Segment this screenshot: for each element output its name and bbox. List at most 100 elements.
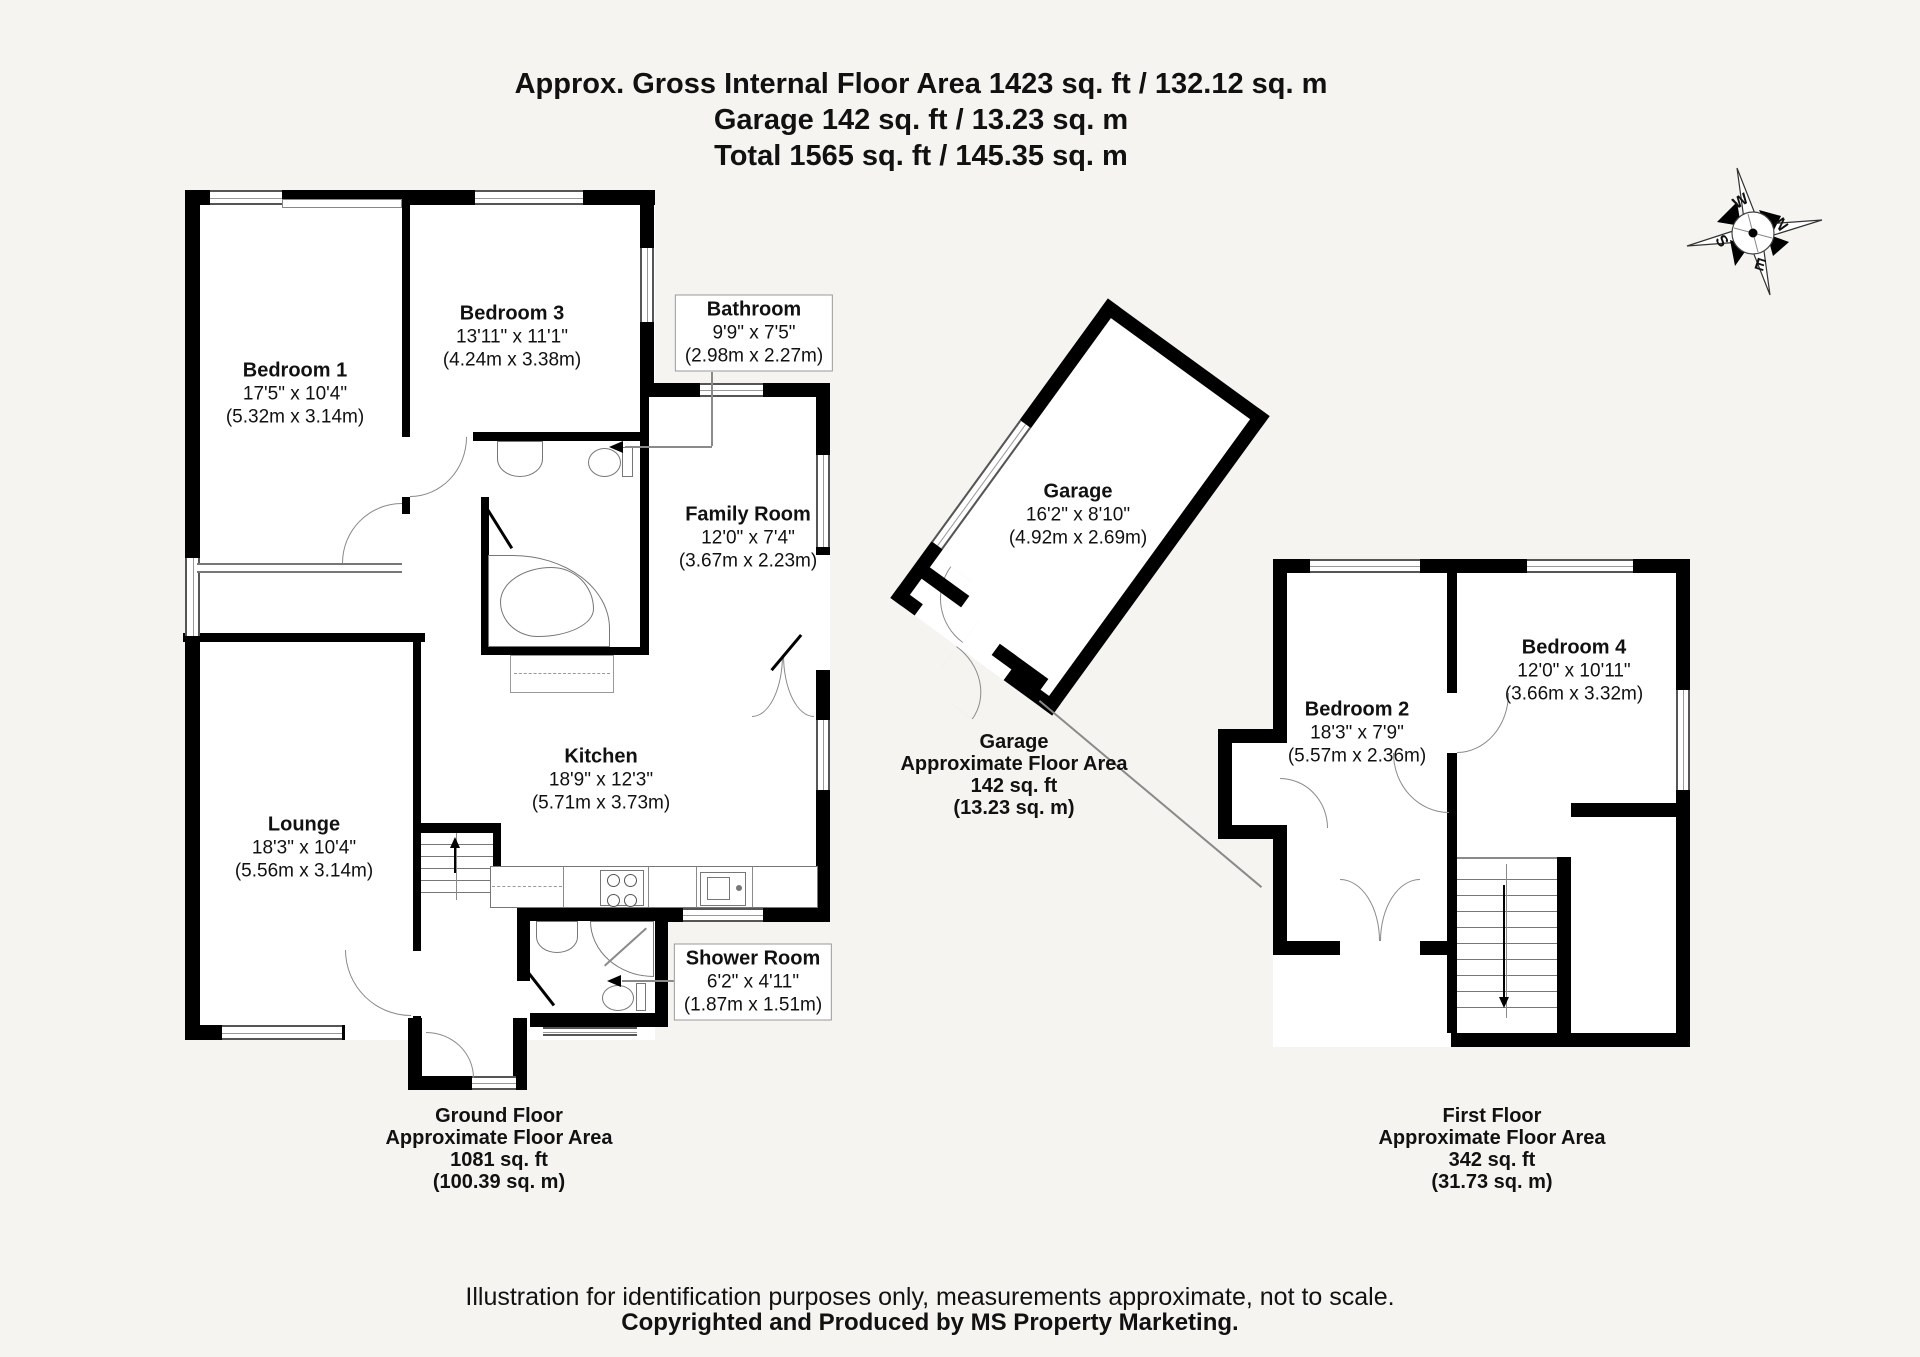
room-name: Bedroom 2 xyxy=(1304,698,1410,721)
wall xyxy=(1571,803,1690,817)
wall xyxy=(1273,559,1287,743)
wall xyxy=(1273,825,1287,955)
door-arc xyxy=(927,646,1003,720)
room-label-bedroom-1: Bedroom 1 17'5" x 10'4" (5.32m x 3.14m) xyxy=(226,360,364,429)
room-label-lounge: Lounge 18'3" x 10'4" (5.56m x 3.14m) xyxy=(235,814,373,883)
counter-divider xyxy=(696,867,697,907)
window xyxy=(816,720,830,790)
area-subtitle: Approximate Floor Area xyxy=(1378,1127,1606,1149)
room-dims: 6'2" x 4'11" xyxy=(706,971,800,993)
room-label-bathroom: Bathroom 9'9" x 7'5" (2.98m x 2.27m) xyxy=(674,294,834,372)
room-dims: 12'0" x 10'11" xyxy=(1517,660,1631,682)
room-dims: 13'11" x 11'1" xyxy=(456,326,568,348)
wall xyxy=(473,432,649,441)
room-dims: 18'9" x 12'3" xyxy=(548,769,654,791)
stairs-arrow-shaft xyxy=(454,847,456,873)
room-name: Family Room xyxy=(685,503,811,526)
stairs-down xyxy=(1457,864,1557,1018)
room-label-bedroom-2: Bedroom 2 18'3" x 7'9" (5.57m x 2.36m) xyxy=(1288,699,1426,768)
counter-dash-line xyxy=(492,886,562,887)
room-dims-metric: (4.24m x 3.38m) xyxy=(442,349,582,371)
room-name: Bedroom 4 xyxy=(1521,636,1627,659)
leader-arrow-icon xyxy=(607,975,621,987)
title-line-2: Garage 142 sq. ft / 13.23 sq. m xyxy=(713,104,1129,136)
room-name: Bedroom 1 xyxy=(242,359,348,382)
wall xyxy=(1451,1033,1690,1047)
window xyxy=(472,1076,516,1090)
stairs-center-line xyxy=(1506,864,1507,1018)
window xyxy=(475,190,583,205)
bathtub-inner xyxy=(500,567,594,637)
room-dims: 16'2" x 8'10" xyxy=(1025,504,1131,526)
floor-fill xyxy=(640,383,830,922)
wall xyxy=(1218,825,1273,839)
window xyxy=(185,558,200,636)
footer-line-1: Illustration for identification purposes… xyxy=(465,1283,1395,1311)
area-subtitle: Approximate Floor Area xyxy=(385,1127,613,1149)
room-name: Bedroom 3 xyxy=(459,302,565,325)
page-title: Approx. Gross Internal Floor Area 1423 s… xyxy=(471,66,1371,174)
kitchen-counter xyxy=(490,866,818,908)
leader-arrow-icon xyxy=(609,441,623,453)
window xyxy=(222,1025,342,1040)
hob-burner-icon xyxy=(607,874,620,887)
counter-divider xyxy=(648,867,649,907)
window xyxy=(1527,559,1633,573)
wall xyxy=(530,1013,668,1027)
wall xyxy=(413,642,421,951)
window-sill xyxy=(282,199,402,208)
room-label-shower-room: Shower Room 6'2" x 4'11" (1.87m x 1.51m) xyxy=(673,943,833,1021)
area-title: First Floor xyxy=(1442,1105,1542,1127)
room-dims: 18'3" x 7'9" xyxy=(1310,722,1404,744)
sink xyxy=(536,921,578,953)
sink xyxy=(497,441,543,477)
toilet-tank xyxy=(622,447,633,477)
wall xyxy=(513,1018,527,1090)
stairs-center-line xyxy=(456,833,457,900)
room-dims: 12'0" x 7'4" xyxy=(701,527,795,549)
area-title: Garage xyxy=(979,731,1049,753)
room-label-garage: Garage 16'2" x 8'10" (4.92m x 2.69m) xyxy=(1009,481,1147,550)
kitchen-sink-tap xyxy=(736,885,742,891)
title-line-3: Total 1565 sq. ft / 145.35 sq. m xyxy=(714,140,1128,172)
wall xyxy=(1218,729,1232,839)
first-floor-area-label: First Floor Approximate Floor Area 342 s… xyxy=(1378,1105,1605,1193)
wall xyxy=(655,908,668,1027)
wall xyxy=(640,397,649,655)
window xyxy=(683,908,763,922)
room-dims-metric: (1.87m x 1.51m) xyxy=(683,994,823,1016)
wall xyxy=(1099,298,1270,428)
wall xyxy=(1447,573,1457,693)
window xyxy=(543,1027,637,1036)
stairs-landing-line xyxy=(1457,857,1557,859)
area-sqm: (13.23 sq. m) xyxy=(953,797,1075,819)
room-dims-metric: (3.67m x 2.23m) xyxy=(678,550,818,572)
counter-divider xyxy=(752,867,753,907)
room-dims-metric: (5.71m x 3.73m) xyxy=(531,792,671,814)
wall xyxy=(1447,753,1457,1033)
ground-floor-area-label: Ground Floor Approximate Floor Area 1081… xyxy=(385,1105,612,1193)
room-label-kitchen: Kitchen 18'9" x 12'3" (5.71m x 3.73m) xyxy=(532,746,670,815)
room-label-family-room: Family Room 12'0" x 7'4" (3.67m x 2.23m) xyxy=(679,504,817,573)
footer-disclaimer: Illustration for identification purposes… xyxy=(430,1284,1430,1336)
hob-burner-icon xyxy=(607,894,620,907)
room-dims-metric: (2.98m x 2.27m) xyxy=(684,345,824,367)
kitchen-unit xyxy=(510,655,614,693)
room-name: Shower Room xyxy=(685,947,821,970)
leader-line xyxy=(625,446,712,448)
room-label-bedroom-3: Bedroom 3 13'11" x 11'1" (4.24m x 3.38m) xyxy=(443,303,581,372)
area-title: Ground Floor xyxy=(435,1105,563,1127)
toilet-bowl xyxy=(602,985,634,1011)
window xyxy=(700,383,763,397)
room-dims: 18'3" x 10'4" xyxy=(251,837,357,859)
area-sqft: 342 sq. ft xyxy=(1448,1149,1536,1171)
wall xyxy=(1040,407,1270,716)
window xyxy=(1310,559,1420,573)
wall xyxy=(402,497,410,514)
area-subtitle: Approximate Floor Area xyxy=(900,753,1128,775)
toilet-tank xyxy=(636,983,646,1011)
wall xyxy=(408,1018,422,1090)
wall xyxy=(517,921,530,981)
wall xyxy=(413,823,501,833)
window xyxy=(816,455,830,547)
